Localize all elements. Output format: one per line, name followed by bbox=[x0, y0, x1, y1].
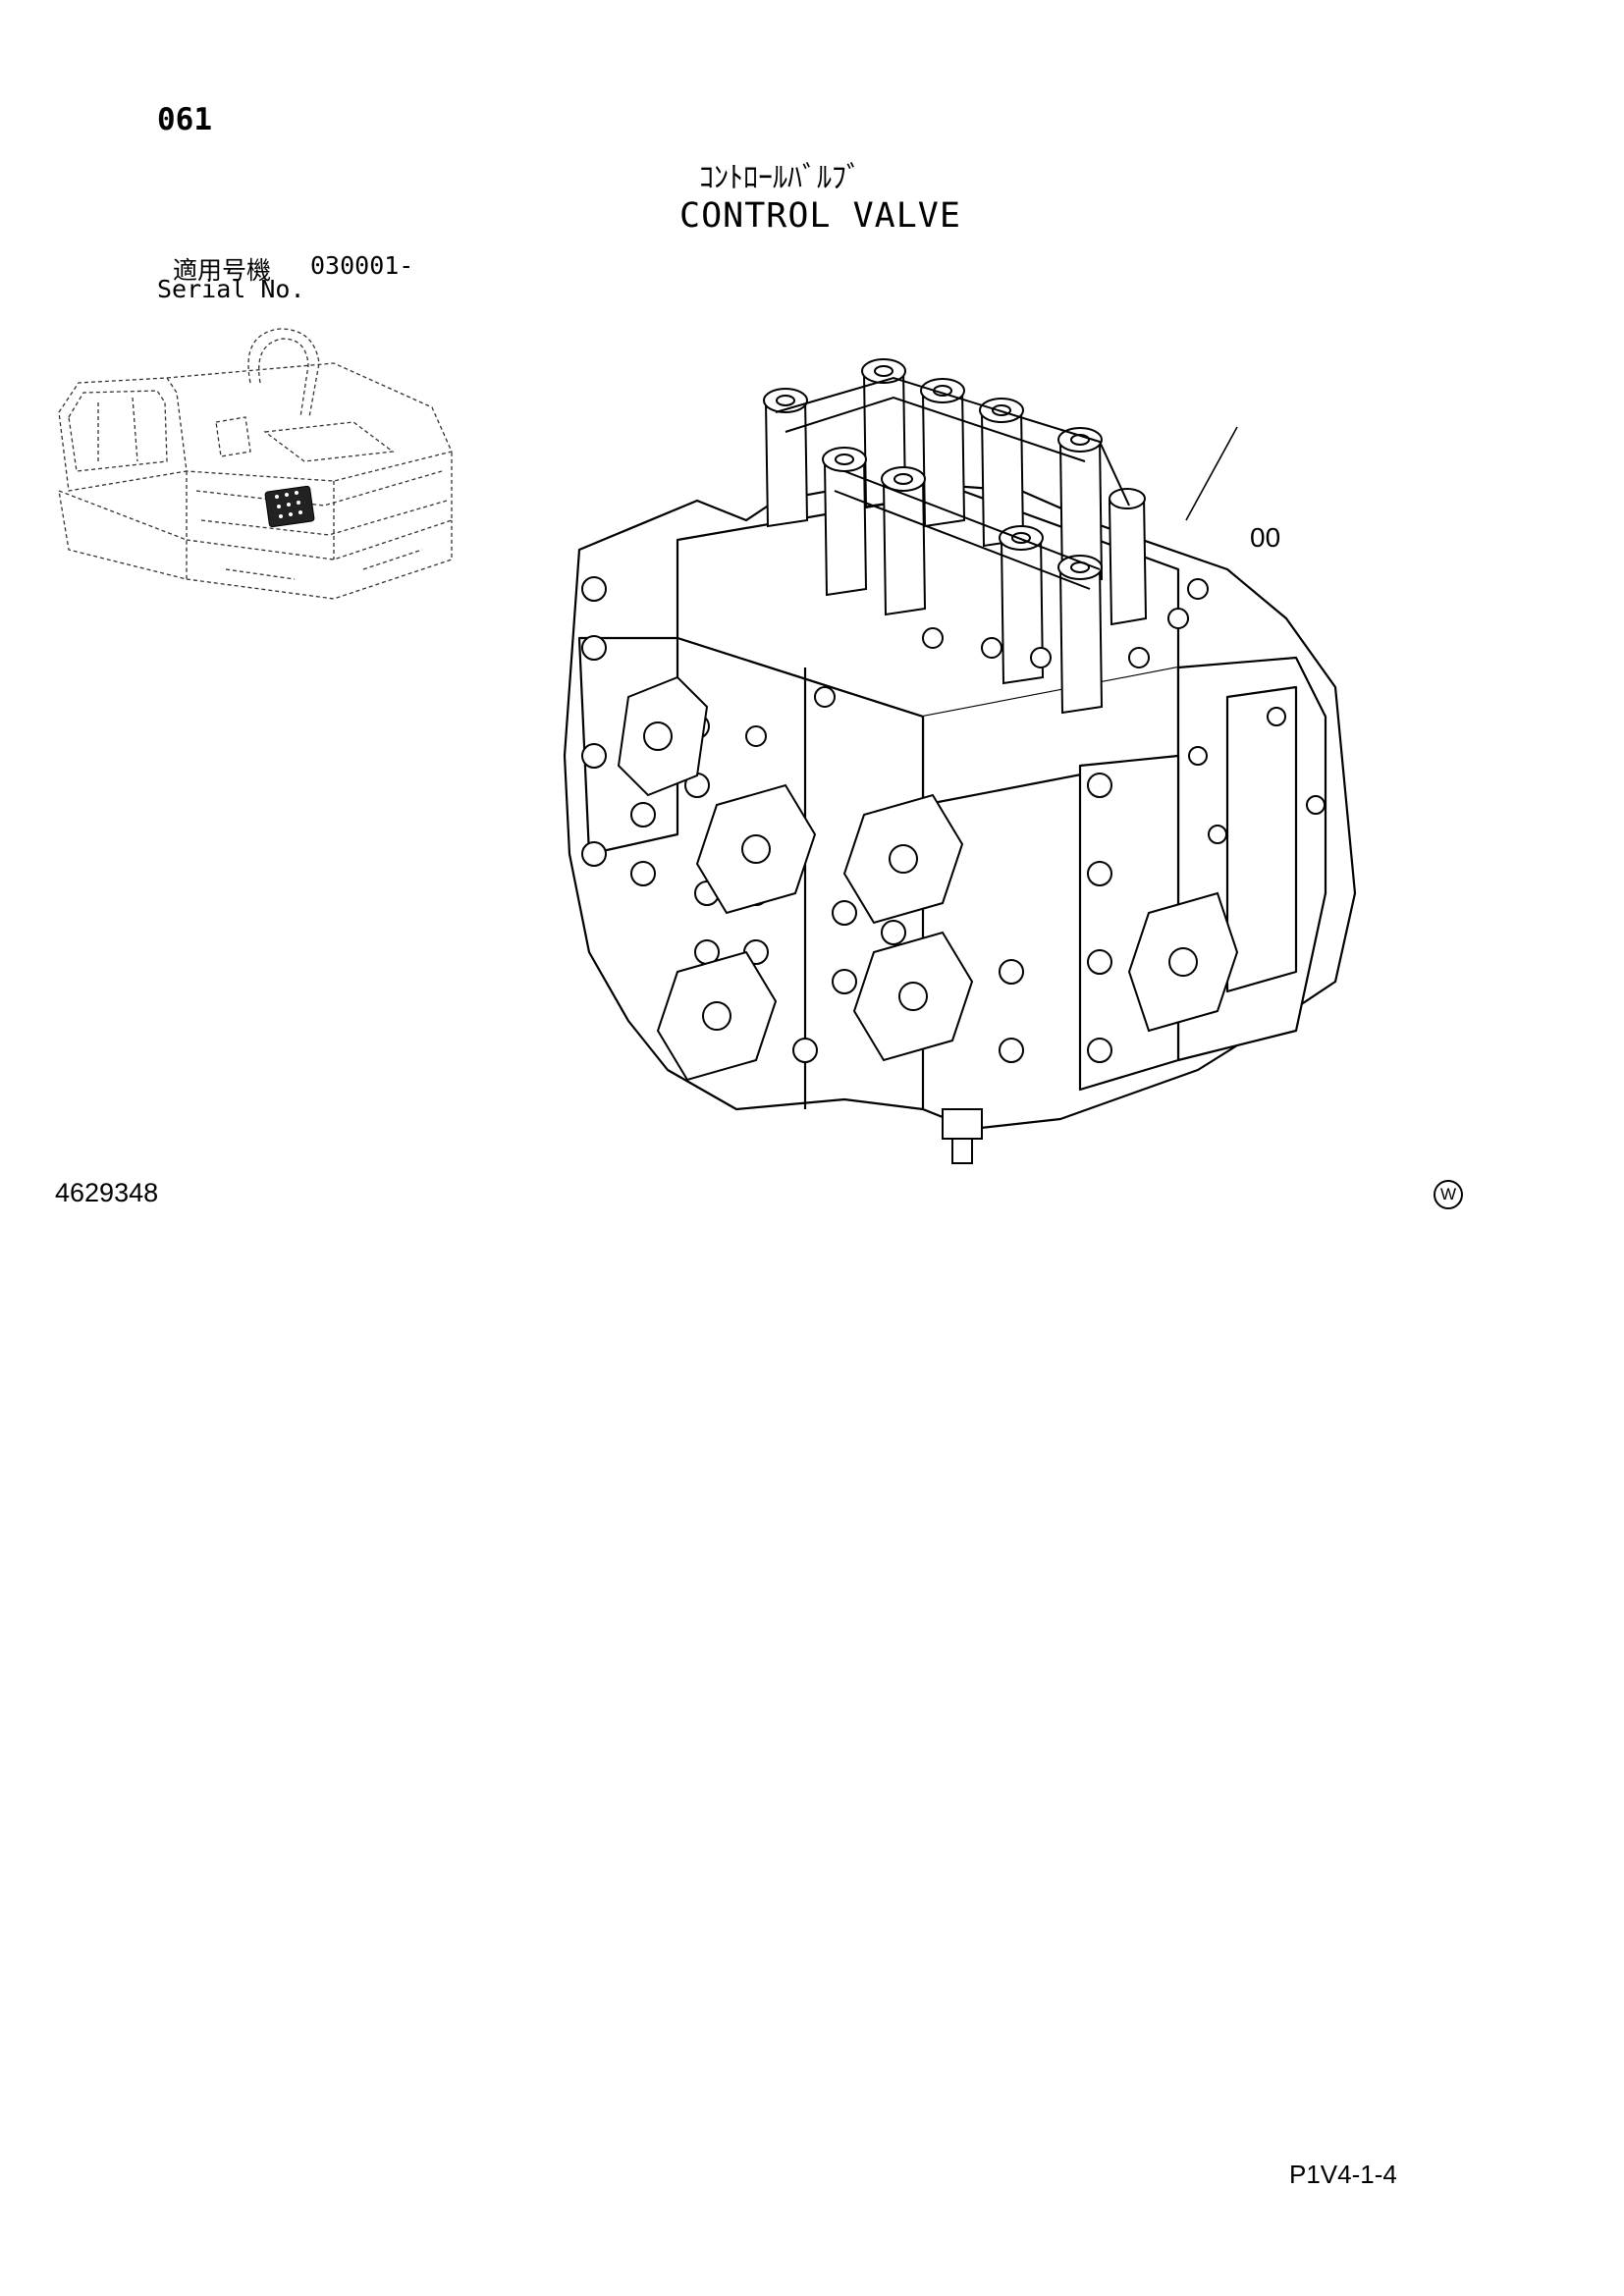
callout-label: 00 bbox=[1250, 522, 1281, 553]
control-valve-diagram bbox=[563, 358, 1357, 1164]
serial-value: 030001- bbox=[310, 251, 414, 280]
w-circle-mark: W bbox=[1434, 1180, 1463, 1209]
excavator-location-thumbnail bbox=[58, 328, 453, 600]
page-code: P1V4-1-4 bbox=[1289, 2160, 1397, 2189]
title-english: CONTROL VALVE bbox=[679, 196, 961, 236]
serial-label-english: Serial No. bbox=[157, 275, 305, 303]
drawing-number: 4629348 bbox=[55, 1178, 159, 1207]
serial-label-japanese: 適用号機 bbox=[173, 256, 272, 285]
title-japanese: ｺﾝﾄﾛｰﾙﾊﾞﾙﾌﾞ bbox=[699, 161, 861, 195]
page-number: 061 bbox=[157, 102, 212, 137]
